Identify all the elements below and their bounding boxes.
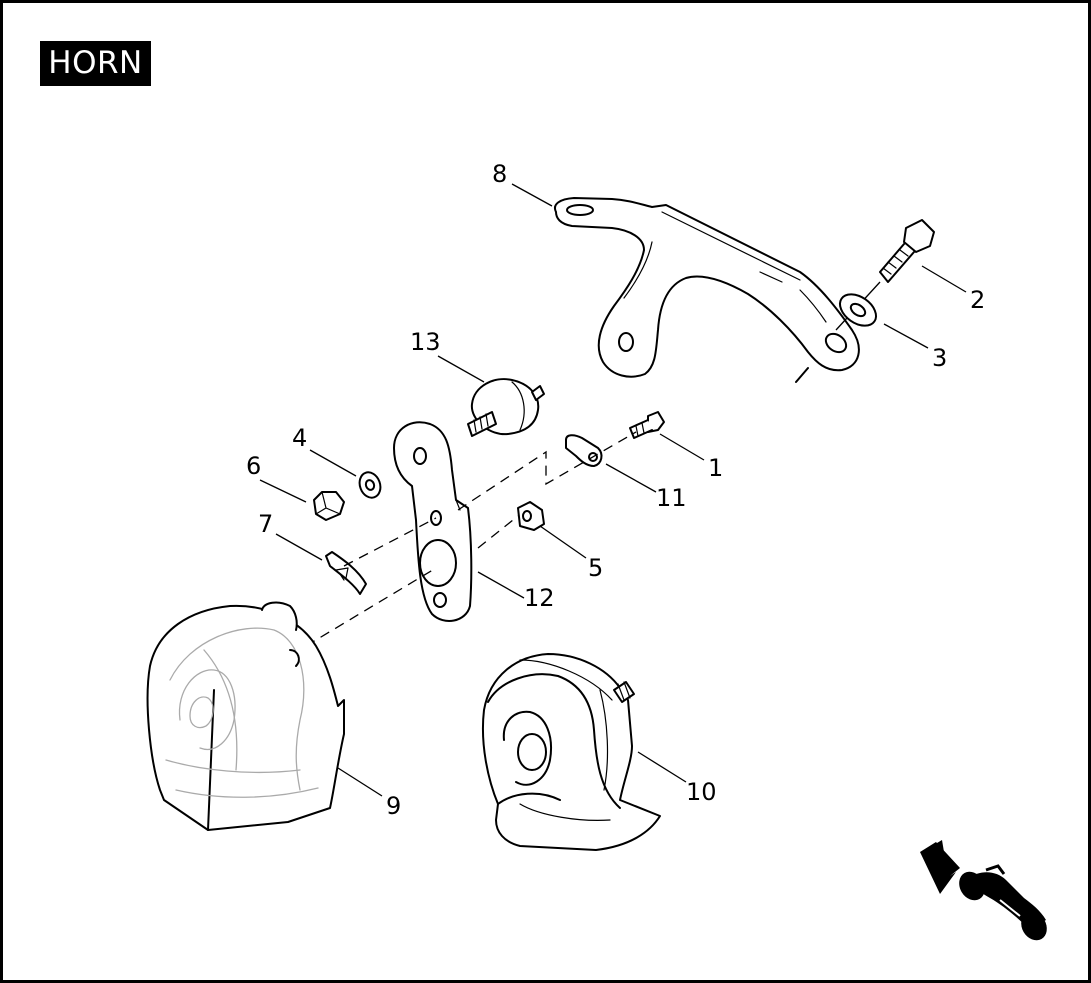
mounting-bracket	[554, 197, 860, 383]
acorn-nut	[313, 491, 345, 521]
callout-6: 6	[246, 452, 261, 480]
motorcycle-silhouette-icon	[959, 864, 1047, 941]
callout-5: 5	[588, 554, 603, 582]
flat-washer-large	[838, 293, 878, 327]
callout-10: 10	[686, 778, 717, 806]
page-title: HORN	[40, 41, 151, 86]
rubber-mount	[467, 378, 545, 437]
assembly-lines	[305, 431, 637, 647]
horn-bracket-plate	[393, 421, 473, 622]
front-direction-arrow-icon	[920, 840, 960, 894]
callout-2: 2	[970, 286, 985, 314]
speed-nut	[325, 551, 367, 595]
callout-3: 3	[932, 344, 947, 372]
callout-labels: 8 2 3 13 1 11 4 6 5 7 12 9 10	[246, 160, 985, 820]
callout-8: 8	[492, 160, 507, 188]
callout-1: 1	[708, 454, 723, 482]
callout-4: 4	[292, 424, 307, 452]
callout-leaders	[259, 183, 967, 797]
flange-nut	[517, 501, 545, 531]
horn-ghosted	[146, 601, 345, 831]
horn	[481, 653, 661, 851]
callout-12: 12	[524, 584, 555, 612]
screw	[629, 411, 665, 439]
callout-11: 11	[656, 484, 687, 512]
callout-7: 7	[258, 510, 273, 538]
hex-bolt	[835, 219, 935, 331]
flat-washer-small	[358, 471, 382, 499]
callout-13: 13	[410, 328, 441, 356]
wire-clip	[565, 434, 603, 467]
callout-9: 9	[386, 792, 401, 820]
